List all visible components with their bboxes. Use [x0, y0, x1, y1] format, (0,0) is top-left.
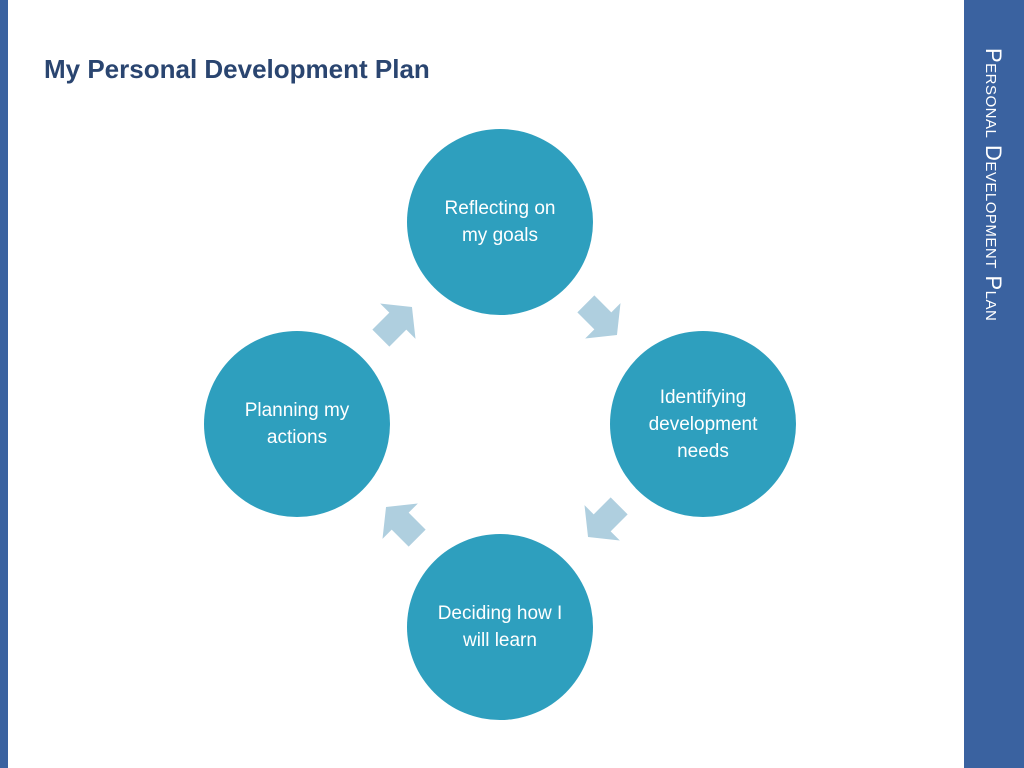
page-title: My Personal Development Plan: [44, 54, 430, 84]
node-planning: Planning my actions: [204, 331, 390, 517]
right-accent-bar: Personal Development Plan: [964, 0, 1024, 768]
side-title: Personal Development Plan: [981, 48, 1006, 322]
node-planning-label: Planning my actions: [244, 400, 350, 448]
arrow-planning-to-reflecting: [372, 303, 416, 347]
arrow-reflecting-to-identifying: [577, 295, 621, 339]
arrow-deciding-to-planning: [382, 503, 426, 547]
node-deciding-label: Deciding how I will learn: [437, 603, 563, 651]
node-identifying-label: Identifying development needs: [648, 386, 758, 462]
arrow-identifying-to-deciding: [584, 497, 628, 541]
node-reflecting: Reflecting on my goals: [407, 129, 593, 315]
left-accent-bar: [0, 0, 8, 768]
node-deciding: Deciding how I will learn: [407, 534, 593, 720]
node-reflecting-label: Reflecting on my goals: [444, 198, 556, 246]
node-identifying: Identifying development needs: [610, 331, 796, 517]
